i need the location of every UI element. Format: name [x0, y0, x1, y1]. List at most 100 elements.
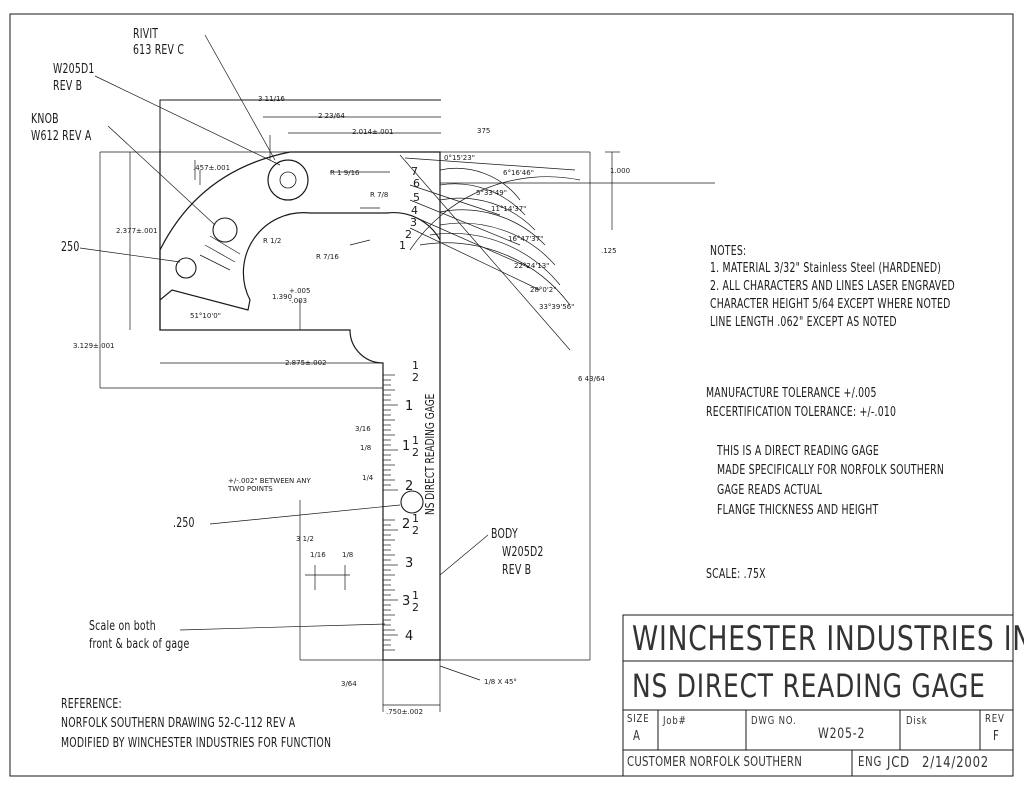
angle-label-2: 6°16'46": [503, 169, 534, 177]
drawing-date: 2/14/2002: [922, 753, 990, 771]
ruler-2half-num: 1: [412, 512, 419, 525]
arc-scale-6: 6: [413, 177, 420, 190]
dim-2-014: 2.014±.001: [352, 128, 394, 136]
dim-chamfer: 1/8 X 45°: [484, 678, 517, 686]
dim-1-000: 1.000: [610, 167, 631, 175]
arc-scale-4: 4: [411, 204, 418, 217]
ruler-2half-den: 2: [412, 524, 419, 537]
reference-header: REFERENCE:: [61, 697, 122, 712]
step-frac-1-8: 1/8: [342, 551, 354, 559]
knob-rev: W612 REV A: [31, 129, 92, 144]
dimension-lines: [99, 99, 715, 712]
ruler-frac-1-8: 1/8: [360, 444, 372, 452]
ruler-engraved-label: NS DIRECT READING GAGE: [423, 393, 437, 515]
ruler-2: 2: [405, 479, 414, 494]
tolerance-note-line1: +/-.002" BETWEEN ANY: [228, 477, 311, 485]
rev-value: F: [993, 729, 1000, 744]
angle-label-6: 22°24'13": [514, 262, 550, 270]
job-label: Job#: [663, 714, 687, 727]
description-line-2: MADE SPECIFICALLY FOR NORFOLK SOUTHERN: [717, 463, 945, 478]
arc-scale-5: 5: [413, 191, 420, 204]
knob-hole: [212, 217, 238, 243]
ruler-3half-whole: 3: [402, 594, 411, 609]
ruler-half-num: 1: [412, 359, 419, 372]
radius-7-8: R 7/8: [370, 191, 389, 199]
reference-line-1: NORFOLK SOUTHERN DRAWING 52-C-112 REV A: [61, 716, 296, 731]
angle-label-1: 0°15'23": [444, 154, 475, 162]
ruler-3half-num: 1: [412, 589, 419, 602]
ruler-3: 3: [405, 556, 414, 571]
ruler-ticks: [383, 374, 398, 651]
dim-6-43-64: 6 43/64: [578, 375, 605, 383]
arc-scale-7: 7: [411, 165, 418, 178]
dim-457: .457±.001: [193, 164, 231, 172]
ruler-4: 4: [405, 629, 414, 644]
angle-label-5: 16°47'37": [508, 235, 544, 243]
ruler-3half-den: 2: [412, 601, 419, 614]
angle-label-8: 33°39'56": [539, 303, 575, 311]
ruler-1half-whole: 1: [402, 439, 411, 454]
hole-250-left: [175, 257, 197, 279]
scale-note-line2: front & back of gage: [89, 637, 190, 652]
dim-3-129: 3.129±.001: [73, 342, 115, 350]
tolerance-note-line2: TWO POINTS: [228, 485, 273, 493]
note-line-1: 1. MATERIAL 3/32" Stainless Steel (HARDE…: [710, 261, 942, 276]
dim-tol-plus: +.005: [289, 287, 311, 295]
w205d1-rev: REV B: [53, 79, 83, 94]
rivit-hole: [267, 159, 309, 201]
ruler-1half-den: 2: [412, 446, 419, 459]
dim-375: 375: [477, 127, 491, 135]
eng-initials: JCD: [887, 753, 910, 771]
dim-2-875: 2.875±.002: [285, 359, 327, 367]
scale-note-line1: Scale on both: [89, 619, 156, 634]
ruler-1half-num: 1: [412, 434, 419, 447]
ruler-half-den: 2: [412, 371, 419, 384]
company-name: WINCHESTER INDUSTRIES INC.: [632, 619, 1024, 659]
eng-label: ENG: [858, 755, 883, 770]
dim-tol-minus: -.003: [289, 297, 308, 305]
arc-scale-2: 2: [405, 228, 412, 241]
disk-label: Disk: [906, 714, 928, 727]
size-value: A: [633, 729, 641, 744]
notes-header: NOTES:: [710, 244, 747, 259]
dim-750: .750±.002: [386, 708, 424, 716]
radius-1-9-16: R 1 9/16: [330, 169, 360, 177]
angle-label-4: 11°14'37": [491, 205, 527, 213]
dim-3-11-16: 3 11/16: [258, 95, 285, 103]
radius-7-16: R 7/16: [316, 253, 339, 261]
dim-3-64: 3/64: [341, 680, 357, 688]
note-line-2: 2. ALL CHARACTERS AND LINES LASER ENGRAV…: [710, 279, 955, 294]
customer-field: CUSTOMER NORFOLK SOUTHERN: [627, 755, 803, 770]
arc-scale-3: 3: [410, 216, 417, 229]
rev-label: REV: [985, 712, 1005, 725]
dim-2-23-64: 2 23/64: [318, 112, 345, 120]
body-label: BODY: [491, 527, 518, 542]
dim-1-390: 1.390: [272, 293, 293, 301]
drawing-title: NS DIRECT READING GAGE: [632, 667, 986, 705]
leader-lines: [79, 34, 489, 681]
gage-body-outline: [159, 150, 441, 661]
dwg-number: W205-2: [818, 726, 866, 742]
angle-label-7: 28°0'2": [530, 286, 557, 294]
hole-250-label: 250: [61, 240, 80, 255]
note-line-4: LINE LENGTH .062" EXCEPT AS NOTED: [710, 315, 897, 330]
dim-2-377: 2.377±.001: [116, 227, 158, 235]
note-line-3: CHARACTER HEIGHT 5/64 EXCEPT WHERE NOTED: [710, 297, 951, 312]
hole-250-ruler: [400, 490, 424, 514]
body-rev: REV B: [502, 563, 532, 578]
size-label: SIZE: [627, 712, 650, 725]
ruler-frac-1-4: 1/4: [362, 474, 374, 482]
ruler-1: 1: [405, 399, 414, 414]
title-block-grid: [622, 614, 1014, 777]
step-frac-1-16: 1/16: [310, 551, 326, 559]
knob-label: KNOB: [31, 112, 59, 127]
ruler-frac-3-16: 3/16: [355, 425, 371, 433]
hole-250-ruler-label: .250: [173, 516, 195, 531]
drawing-border: [9, 13, 1014, 777]
scale-note: SCALE: .75X: [706, 567, 766, 582]
dwg-label: DWG NO.: [751, 714, 797, 727]
reference-line-2: MODIFIED BY WINCHESTER INDUSTRIES FOR FU…: [61, 736, 332, 751]
description-line-4: FLANGE THICKNESS AND HEIGHT: [717, 503, 879, 518]
